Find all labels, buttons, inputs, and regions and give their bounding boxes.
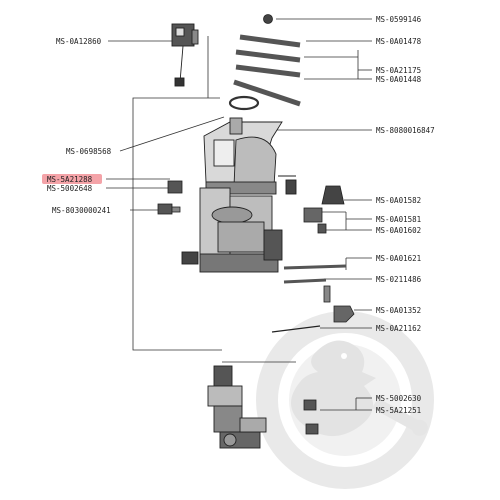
part-label[interactable]: MS-0A01582: [376, 196, 422, 205]
part-label[interactable]: MS-0A12860: [56, 37, 102, 46]
highlighted-label-background: [42, 174, 102, 184]
part-label[interactable]: MS-5002630: [376, 394, 422, 403]
part-label[interactable]: MS-0A21162: [376, 324, 422, 333]
part-label[interactable]: MS-0599146: [376, 15, 422, 24]
part-label-highlighted[interactable]: MS-5A21288: [47, 175, 93, 184]
part-label[interactable]: MS-0A01602: [376, 226, 422, 235]
part-label[interactable]: MS-0A01448: [376, 75, 422, 84]
part-label[interactable]: MS-8030000241: [52, 206, 111, 215]
part-label[interactable]: MS-0698568: [66, 147, 112, 156]
part-label[interactable]: MS-0A21175: [376, 66, 422, 75]
part-label[interactable]: MS-0A01478: [376, 37, 422, 46]
part-label[interactable]: MS-0211486: [376, 275, 422, 284]
part-label[interactable]: MS-5002648: [47, 184, 93, 193]
part-label[interactable]: MS-8080016847: [376, 126, 435, 135]
part-label[interactable]: MS-0A01352: [376, 306, 422, 315]
part-label[interactable]: MS-5A21251: [376, 406, 422, 415]
part-label[interactable]: MS-0A01581: [376, 215, 422, 224]
part-label[interactable]: MS-0A01621: [376, 254, 422, 263]
